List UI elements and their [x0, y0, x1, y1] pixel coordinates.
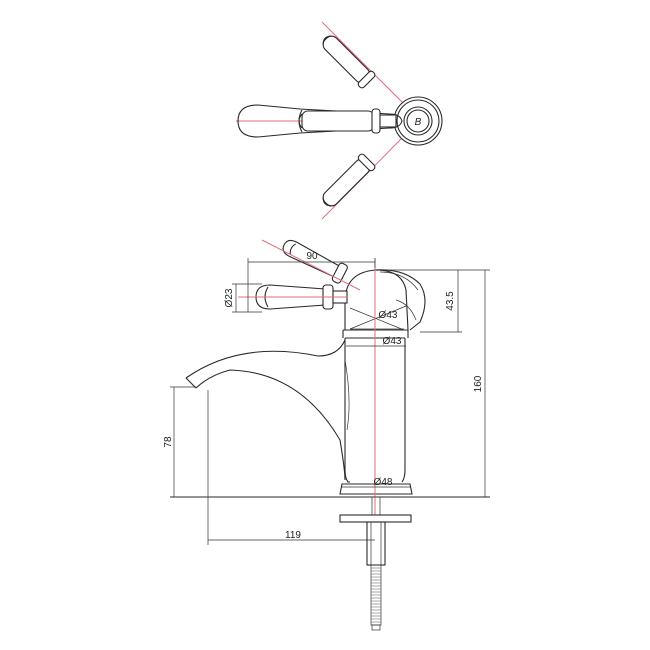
spout: [185, 339, 346, 481]
svg-text:Ø43: Ø43: [383, 336, 402, 347]
side-elevation: 90 Ø23 43.5 160 Ø43 Ø43: [163, 239, 490, 631]
mounting-kit: [339, 496, 412, 631]
side-lever-angled: [282, 239, 348, 284]
svg-text:43.5: 43.5: [445, 291, 456, 311]
dim-handle-diameter: Ø23: [224, 283, 262, 313]
main-lever-top: [237, 104, 403, 138]
angled-lever-centerline: [261, 239, 361, 291]
brand-logo: B: [415, 117, 422, 128]
svg-text:Ø43: Ø43: [379, 310, 398, 321]
dim-spout-reach: 119: [208, 530, 375, 541]
dim-spout-height: 78: [163, 386, 209, 545]
svg-text:78: 78: [163, 436, 174, 448]
dim-head-diameter: Ø43: [379, 310, 398, 321]
dim-head-height: 43.5: [380, 269, 490, 333]
svg-text:119: 119: [285, 530, 301, 541]
base-flange: [339, 483, 413, 495]
top-view: B: [236, 21, 443, 220]
dim-total-height: 160: [473, 270, 486, 497]
dim-handle-length: 90: [247, 251, 376, 312]
svg-text:Ø48: Ø48: [374, 477, 393, 488]
dim-base-diameter: Ø48: [342, 477, 410, 488]
lower-lever-top: [322, 153, 376, 207]
svg-text:160: 160: [473, 375, 484, 392]
svg-text:Ø23: Ø23: [224, 288, 235, 307]
mixer-head: [344, 269, 426, 331]
svg-text:90: 90: [306, 251, 318, 262]
dim-body-diameter: Ø43: [346, 336, 406, 347]
upper-lever-top: [322, 35, 376, 89]
